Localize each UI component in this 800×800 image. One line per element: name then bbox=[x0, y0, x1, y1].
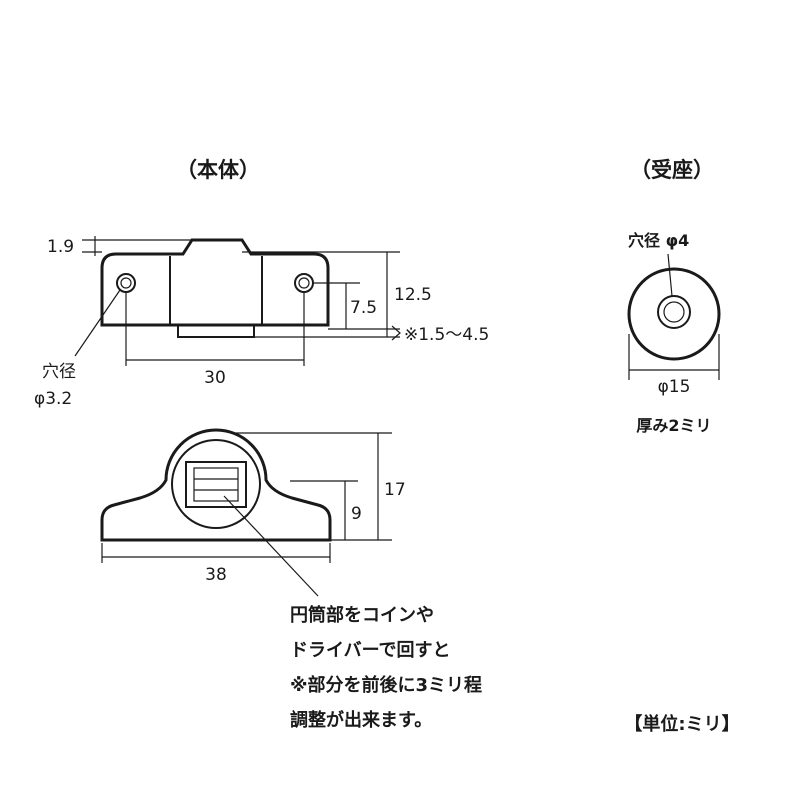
note-line-4: 調整が出来ます。 bbox=[290, 709, 432, 731]
dim-width-label: 38 bbox=[205, 565, 227, 585]
receiver-diameter-label: φ15 bbox=[658, 377, 691, 397]
dim-hole-height-label: 7.5 bbox=[350, 298, 377, 318]
top-view-outline bbox=[100, 238, 330, 327]
receiver-hole-label: 穴径 φ4 bbox=[628, 231, 689, 250]
mounting-hole-right bbox=[294, 273, 314, 293]
dim-total-height-label: 17 bbox=[384, 480, 406, 500]
front-view-outline bbox=[100, 428, 332, 542]
mounting-hole-left bbox=[116, 273, 136, 293]
adjust-note: 円筒部をコインや ドライバーで回すと ※部分を前後に3ミリ程 調整が出来ます。 bbox=[290, 604, 482, 731]
mounting-hole-left-inner bbox=[120, 277, 132, 289]
dim-adjust-label: ※1.5～4.5 bbox=[404, 325, 489, 345]
receiver-hole-outer bbox=[657, 295, 691, 329]
receiver-hole-inner bbox=[663, 301, 685, 323]
unit-note: 【単位:ミリ】 bbox=[624, 713, 739, 735]
dim-hole-pitch-label: 30 bbox=[204, 368, 226, 388]
receiver-outer-disc bbox=[627, 267, 721, 361]
adjustable-slider bbox=[177, 324, 255, 338]
mounting-hole-right-inner bbox=[298, 277, 310, 289]
dim-height-label: 12.5 bbox=[394, 285, 432, 305]
receiver-thickness-note: 厚み2ミリ bbox=[636, 416, 711, 435]
note-line-2: ドライバーで回すと bbox=[290, 640, 451, 661]
hole-label-line2: φ3.2 bbox=[34, 389, 72, 409]
receiver-title: （受座） bbox=[630, 158, 714, 182]
main-body-front-view: 17 9 38 bbox=[100, 428, 406, 597]
cylinder-outer-ring bbox=[171, 439, 261, 529]
note-line-1: 円筒部をコインや bbox=[290, 604, 434, 626]
main-body-title: （本体） bbox=[176, 158, 260, 182]
receiver-view: 穴径 φ4 φ15 厚み2ミリ bbox=[627, 231, 721, 435]
adjust-slot bbox=[185, 461, 247, 508]
hole-leader-line bbox=[74, 289, 121, 357]
adjust-slot-inner bbox=[193, 467, 239, 502]
dim-base-height-label: 9 bbox=[351, 504, 362, 524]
main-body-top-view: 1.9 12.5 7.5 ※1.5～4.5 30 穴径 φ3.2 bbox=[34, 236, 489, 409]
note-leader-line bbox=[223, 495, 319, 597]
note-line-3: ※部分を前後に3ミリ程 bbox=[290, 674, 482, 696]
receiver-hole-leader bbox=[667, 253, 673, 297]
dim-top-offset-label: 1.9 bbox=[47, 237, 74, 257]
hole-label-line1: 穴径 bbox=[42, 362, 76, 382]
dim-adjust-marker bbox=[391, 325, 401, 341]
